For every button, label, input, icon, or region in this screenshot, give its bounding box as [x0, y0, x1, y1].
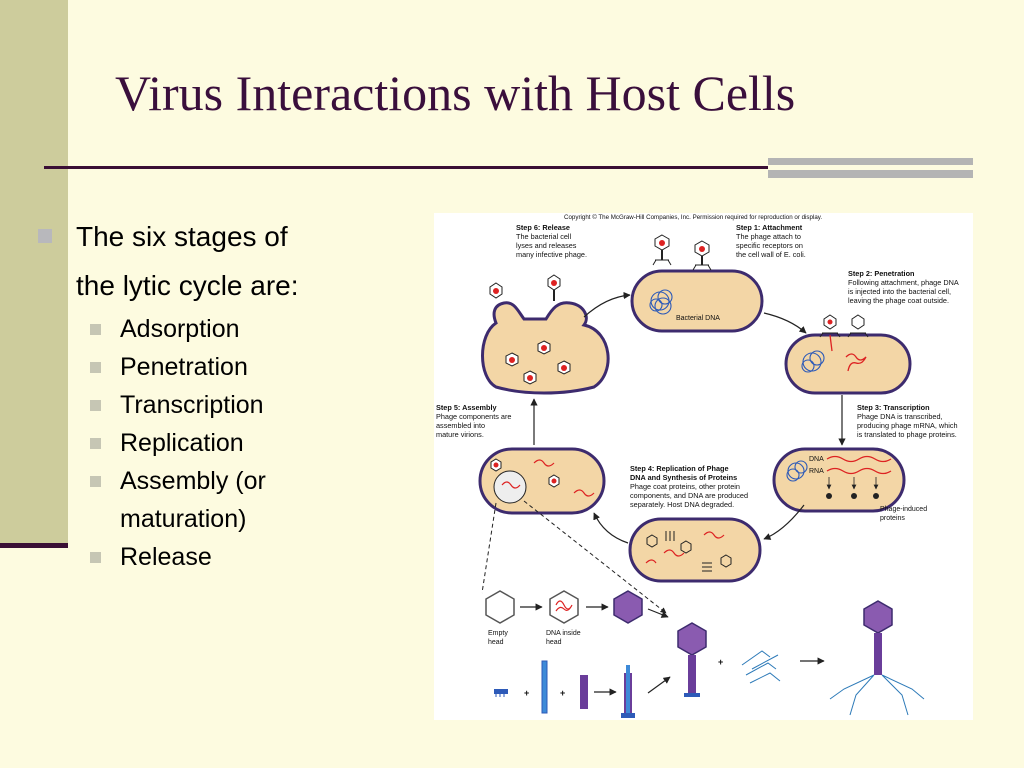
tail-fibers-icon [741, 650, 781, 684]
svg-text:many infective phage.: many infective phage. [516, 250, 587, 259]
cell-transcription: DNA RNA [772, 447, 906, 513]
svg-text:producing phage mRNA, which: producing phage mRNA, which [857, 421, 958, 430]
phage-icon [692, 240, 712, 271]
lytic-cycle-diagram[interactable]: Copyright © The McGraw-Hill Companies, I… [434, 213, 973, 720]
svg-text:Phage DNA is transcribed,: Phage DNA is transcribed, [857, 412, 943, 421]
svg-text:Empty: Empty [488, 630, 508, 637]
svg-text:proteins: proteins [880, 515, 905, 522]
bullet-square-icon [90, 400, 101, 411]
main-bullet-line: the lytic cycle are: [76, 270, 299, 301]
bullet-square-icon [90, 324, 101, 335]
svg-text:Following attachment, phage DN: Following attachment, phage DNA [848, 278, 959, 287]
phage-icon [652, 234, 672, 266]
svg-text:leaving the phage coat outside: leaving the phage coat outside. [848, 296, 949, 305]
phage-induced-proteins-label: Phage-induced proteins [880, 506, 927, 522]
side-band [0, 0, 68, 548]
main-bullet: The six stages of the lytic cycle are: [38, 212, 370, 310]
dna-inside-head-icon [549, 590, 579, 624]
svg-text:lyses and releases: lyses and releases [516, 241, 577, 250]
filled-head-icon [613, 590, 643, 624]
phage-icon [489, 282, 503, 299]
svg-text:DNA and Synthesis of Proteins: DNA and Synthesis of Proteins [630, 473, 737, 482]
sub-bullet-replication: Replication [38, 424, 370, 462]
side-band-accent [0, 543, 68, 548]
empty-head-label: Empty head [488, 630, 508, 646]
tail-sheath-icon [580, 675, 588, 709]
step1-label: Step 1: Attachment The phage attach to s… [736, 223, 806, 259]
svg-text:is translated to phage protein: is translated to phage proteins. [857, 430, 957, 439]
bullet-square-icon [90, 476, 101, 487]
copyright-text: Copyright © The McGraw-Hill Companies, I… [564, 214, 822, 221]
svg-text:Step 5: Assembly: Step 5: Assembly [436, 403, 498, 412]
svg-text:is injected into the bacterial: is injected into the bacterial cell, [848, 287, 951, 296]
bullet-square-icon [90, 362, 101, 373]
assembled-tail-icon [621, 665, 635, 718]
cell-release [481, 301, 610, 395]
magnifier-icon [493, 470, 527, 504]
svg-text:head: head [546, 639, 562, 646]
bacterial-dna-label: Bacterial DNA [676, 315, 720, 322]
main-bullet-line: The six stages of [76, 221, 288, 252]
svg-text:Phage components are: Phage components are [436, 412, 511, 421]
step3-label: Step 3: Transcription Phage DNA is trans… [857, 403, 958, 439]
step4-label: Step 4: Replication of Phage DNA and Syn… [630, 464, 748, 509]
svg-text:head: head [488, 639, 504, 646]
svg-text:The phage attach to: The phage attach to [736, 232, 801, 241]
svg-text:Step 4: Replication of Phage: Step 4: Replication of Phage [630, 464, 729, 473]
phage-icon [547, 274, 561, 301]
rna-label: RNA [809, 468, 824, 475]
bullet-square-icon [90, 438, 101, 449]
svg-text:Step 1: Attachment: Step 1: Attachment [736, 223, 803, 232]
svg-text:Step 3: Transcription: Step 3: Transcription [857, 403, 930, 412]
svg-text:the cell wall of E. coli.: the cell wall of E. coli. [736, 250, 806, 259]
slide-title[interactable]: Virus Interactions with Host Cells [115, 65, 796, 121]
svg-text:Phage coat proteins, other pro: Phage coat proteins, other protein [630, 482, 740, 491]
bullet-square-icon [38, 229, 52, 243]
cell-penetration [784, 333, 912, 395]
dna-inside-head-label: DNA inside head [546, 630, 581, 646]
svg-text:Step 2: Penetration: Step 2: Penetration [848, 269, 915, 278]
svg-text:specific receptors on: specific receptors on [736, 241, 803, 250]
bullet-list[interactable]: The six stages of the lytic cycle are: A… [38, 212, 370, 576]
mature-phage-icon [829, 600, 925, 716]
step6-label: Step 6: Release The bacterial cell lyses… [516, 223, 587, 259]
plus-sign: + [560, 688, 565, 698]
sub-bullet-penetration: Penetration [38, 348, 370, 386]
step5-label: Step 5: Assembly Phage components are as… [436, 403, 511, 439]
step2-label: Step 2: Penetration Following attachment… [848, 269, 959, 305]
svg-text:mature virions.: mature virions. [436, 430, 484, 439]
bacterial-dna-icon [649, 289, 673, 315]
svg-text:Step 6: Release: Step 6: Release [516, 223, 570, 232]
sub-bullet-assembly: Assembly (or maturation) [38, 462, 370, 538]
cell-attachment: Bacterial DNA [630, 269, 764, 333]
divider-accent-bar [768, 158, 973, 165]
cell-replication [628, 517, 762, 583]
svg-text:assembled into: assembled into [436, 421, 485, 430]
phage-icon [847, 314, 869, 338]
plus-sign: + [524, 688, 529, 698]
phage-icon [819, 314, 841, 338]
baseplate-icon [494, 689, 508, 697]
svg-text:Phage-induced: Phage-induced [880, 506, 927, 513]
svg-text:The bacterial cell: The bacterial cell [516, 232, 572, 241]
cycle-arrows [530, 291, 846, 544]
svg-text:separately. Host DNA degraded.: separately. Host DNA degraded. [630, 500, 734, 509]
head-tail-assembly-icon [677, 622, 707, 697]
sub-bullet-adsorption: Adsorption [38, 310, 370, 348]
title-divider [44, 166, 768, 169]
svg-text:components, and DNA are produc: components, and DNA are produced [630, 491, 748, 500]
zoom-lines [481, 500, 667, 614]
plus-sign: + [718, 657, 723, 667]
cell-assembly [478, 447, 606, 515]
dna-label: DNA [809, 456, 824, 463]
bullet-square-icon [90, 552, 101, 563]
sub-bullet-transcription: Transcription [38, 386, 370, 424]
empty-head-icon [485, 590, 515, 624]
sub-bullet-release: Release [38, 538, 370, 576]
divider-accent-bar [768, 170, 973, 178]
tail-core-icon [541, 660, 548, 714]
svg-text:DNA inside: DNA inside [546, 630, 581, 637]
